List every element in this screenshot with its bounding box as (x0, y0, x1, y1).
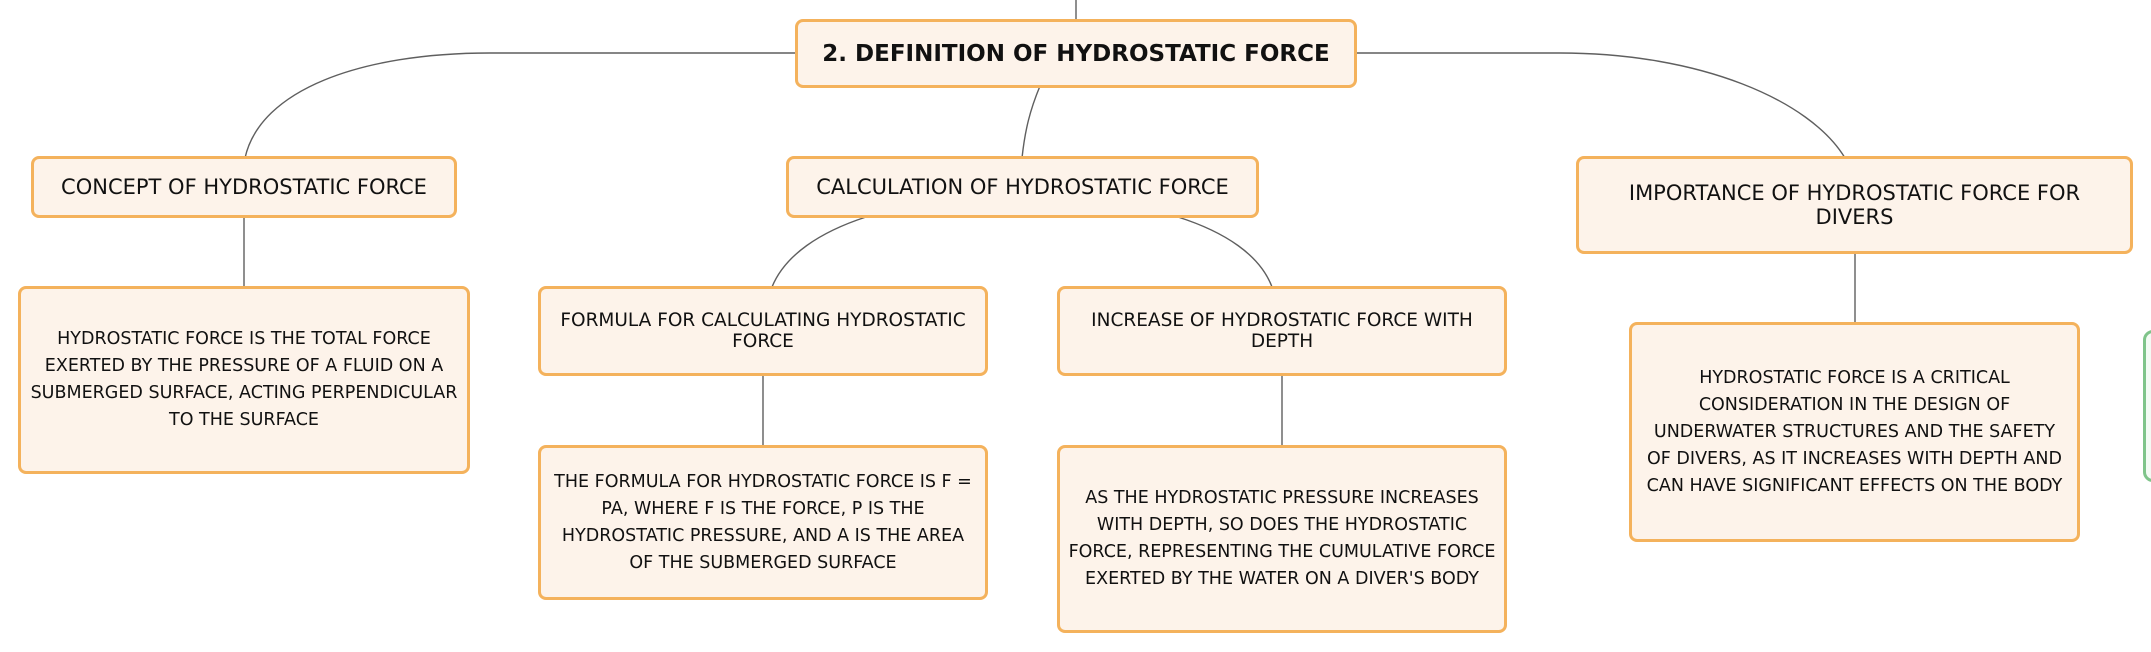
importance-detail-text: HYDROSTATIC FORCE IS A CRITICAL CONSIDER… (1646, 367, 2063, 496)
depth-detail-text: AS THE HYDROSTATIC PRESSURE INCREASES WI… (1068, 488, 1496, 589)
importance-node-title: IMPORTANCE OF HYDROSTATIC FORCE FOR DIVE… (1628, 181, 2081, 229)
connector-root-to-calculation (1021, 85, 1041, 159)
importance-detail-node[interactable]: HYDROSTATIC FORCE IS A CRITICAL CONSIDER… (1629, 322, 2080, 542)
connector-calculation-to-formula (771, 216, 867, 288)
connector-root-to-concept (244, 52, 796, 159)
formula-node[interactable]: FORMULA FOR CALCULATING HYDROSTATIC FORC… (538, 286, 988, 376)
connector-calculation-to-depth (1177, 216, 1273, 288)
concept-detail-text: HYDROSTATIC FORCE IS THE TOTAL FORCE EXE… (30, 329, 458, 430)
root-node[interactable]: 2. DEFINITION OF HYDROSTATIC FORCE (795, 19, 1357, 88)
depth-node[interactable]: INCREASE OF HYDROSTATIC FORCE WITH DEPTH (1057, 286, 1507, 376)
root-node-title: 2. DEFINITION OF HYDROSTATIC FORCE (822, 40, 1330, 67)
formula-detail-node[interactable]: THE FORMULA FOR HYDROSTATIC FORCE IS F =… (538, 445, 988, 600)
calculation-node[interactable]: CALCULATION OF HYDROSTATIC FORCE (786, 156, 1259, 218)
concept-node-title: CONCEPT OF HYDROSTATIC FORCE (61, 175, 427, 199)
connector-root-to-importance (1356, 52, 1846, 159)
importance-node[interactable]: IMPORTANCE OF HYDROSTATIC FORCE FOR DIVE… (1576, 156, 2133, 254)
formula-detail-text: THE FORMULA FOR HYDROSTATIC FORCE IS F =… (554, 471, 972, 573)
offscreen-node-edge (2143, 330, 2151, 482)
depth-node-title: INCREASE OF HYDROSTATIC FORCE WITH DEPTH (1091, 310, 1473, 352)
calculation-node-title: CALCULATION OF HYDROSTATIC FORCE (816, 175, 1229, 199)
concept-detail-node[interactable]: HYDROSTATIC FORCE IS THE TOTAL FORCE EXE… (18, 286, 470, 474)
depth-detail-node[interactable]: AS THE HYDROSTATIC PRESSURE INCREASES WI… (1057, 445, 1507, 633)
formula-node-title: FORMULA FOR CALCULATING HYDROSTATIC FORC… (560, 310, 966, 352)
concept-node[interactable]: CONCEPT OF HYDROSTATIC FORCE (31, 156, 457, 218)
